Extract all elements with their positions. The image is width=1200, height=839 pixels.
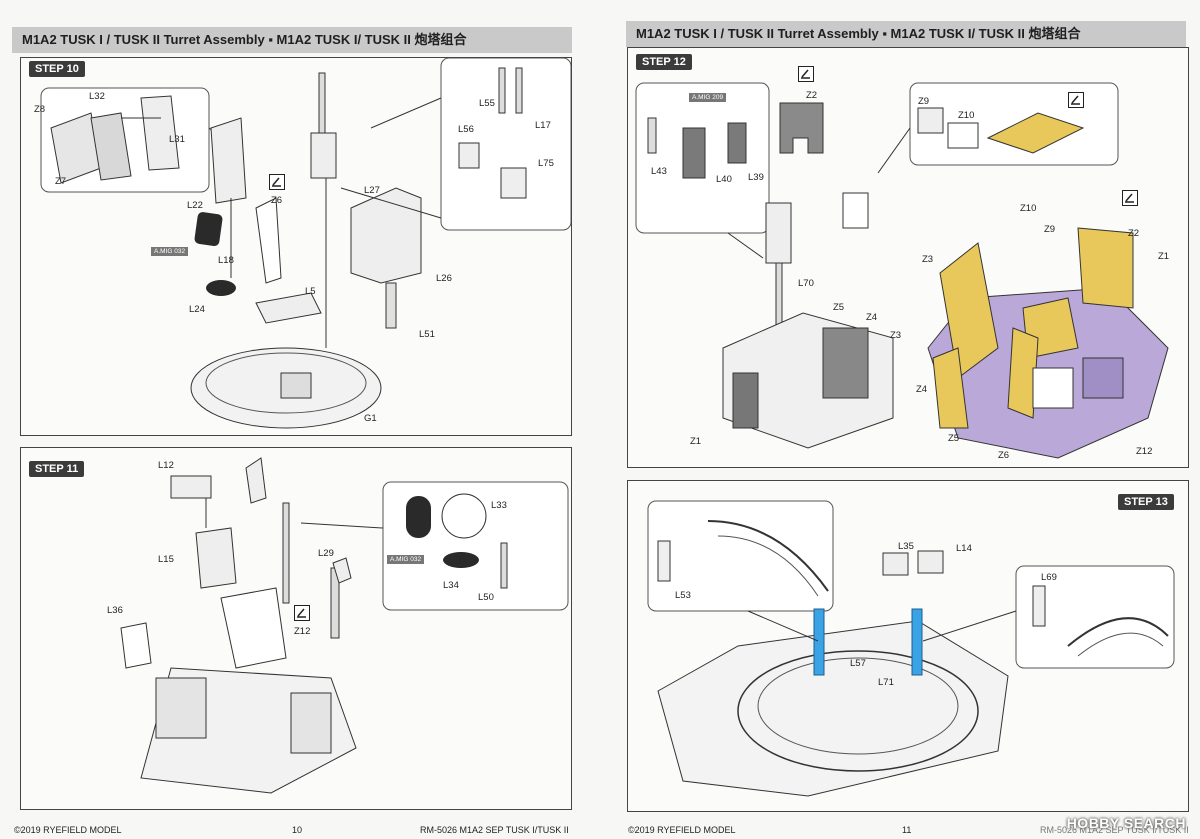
label-l69: L69 [1041,572,1057,583]
photo-etch-marker-icon [294,605,310,621]
label-l34: L34 [443,580,459,591]
paint-tag-amig209: A.MIG 209 [689,93,727,102]
footer-model-code: RM-5026 M1A2 SEP TUSK I/TUSK II [420,825,569,835]
label-l27: L27 [364,185,380,196]
label-l5: L5 [305,286,316,297]
step-13-badge: STEP 13 [1118,494,1174,510]
step-13-panel: STEP 13 L53 L35 [627,480,1189,812]
label-l32: L32 [89,91,105,102]
label-l53: L53 [675,590,691,601]
label-l70: L70 [798,278,814,289]
photo-etch-marker-icon [269,174,285,190]
label-z2-top: Z2 [806,90,818,101]
label-z6-right: Z6 [998,450,1010,461]
label-l56: L56 [458,124,474,135]
label-z7: Z7 [55,176,67,187]
label-l17: L17 [535,120,551,131]
label-z5-right: Z5 [948,433,960,444]
label-z12: Z12 [1136,446,1153,457]
step-10-panel: STEP 10 [20,57,572,436]
paint-tag-amig032: A.MIG 032 [387,555,425,564]
left-page: M1A2 TUSK I / TUSK II Turret Assembly ▪ … [0,0,598,839]
step-13-drawing [647,500,1175,797]
label-l51: L51 [419,329,435,340]
paint-tag-amig032: A.MIG 032 [151,247,189,256]
label-g1: G1 [364,413,377,424]
step-10-drawing [40,58,571,429]
label-l43: L43 [651,166,667,177]
label-l75: L75 [538,158,554,169]
label-l14: L14 [956,543,972,554]
page-header-left: M1A2 TUSK I / TUSK II Turret Assembly ▪ … [12,27,572,53]
step-12-drawing [635,82,1169,459]
label-l31: L31 [169,134,185,145]
label-l71: L71 [878,677,894,688]
step-11-panel: STEP 11 L12 L15 L36 L29 Z12 [20,447,572,810]
label-z4-right: Z4 [916,384,928,395]
label-l50: L50 [478,592,494,603]
label-l57: L57 [850,658,866,669]
label-l55: L55 [479,98,495,109]
photo-etch-marker-icon [1068,92,1084,108]
label-z9-right: Z9 [1044,224,1056,235]
label-z4-left: Z4 [866,312,878,323]
page-number: 10 [292,825,303,835]
step-10-badge: STEP 10 [29,61,85,77]
step-12-badge: STEP 12 [636,54,692,70]
step-12-panel: STEP 12 [627,47,1189,468]
label-l35: L35 [898,541,914,552]
label-z3-left: Z3 [890,330,902,341]
label-z5-left: Z5 [833,302,845,313]
label-l33: L33 [491,500,507,511]
label-z2-right: Z2 [1128,228,1140,239]
page-number: 11 [902,825,912,835]
label-l36: L36 [107,605,123,616]
label-z3-right: Z3 [922,254,934,265]
label-z1-right: Z1 [1158,251,1170,262]
label-l24: L24 [189,304,205,315]
label-l18: L18 [218,255,234,266]
label-l39: L39 [748,172,764,183]
footer-copyright: ©2019 RYEFIELD MODEL [628,825,736,835]
right-page: M1A2 TUSK I / TUSK II Turret Assembly ▪ … [602,0,1200,839]
label-l29: L29 [318,548,334,559]
label-z1-left: Z1 [690,436,702,447]
label-z9-top: Z9 [918,96,930,107]
photo-etch-marker-icon [798,66,814,82]
label-l26: L26 [436,273,452,284]
label-z10-right: Z10 [1020,203,1037,214]
step-11-badge: STEP 11 [29,461,85,477]
label-l15: L15 [158,554,174,565]
photo-etch-marker-icon [1122,190,1138,206]
label-l12: L12 [158,460,174,471]
footer-model-code: RM-5026 M1A2 SEP TUSK I/TUSK II [1040,825,1189,835]
label-l40: L40 [716,174,732,185]
label-z12: Z12 [294,626,311,637]
watermark: HOBBY SEARCH [1066,815,1186,831]
label-l22: L22 [187,200,203,211]
step-11-drawing [120,457,569,794]
label-z8: Z8 [34,104,46,115]
footer-copyright: ©2019 RYEFIELD MODEL [14,825,122,835]
label-z10-top: Z10 [958,110,975,121]
page-header-right: M1A2 TUSK I / TUSK II Turret Assembly ▪ … [626,21,1186,47]
label-z6: Z6 [271,195,283,206]
